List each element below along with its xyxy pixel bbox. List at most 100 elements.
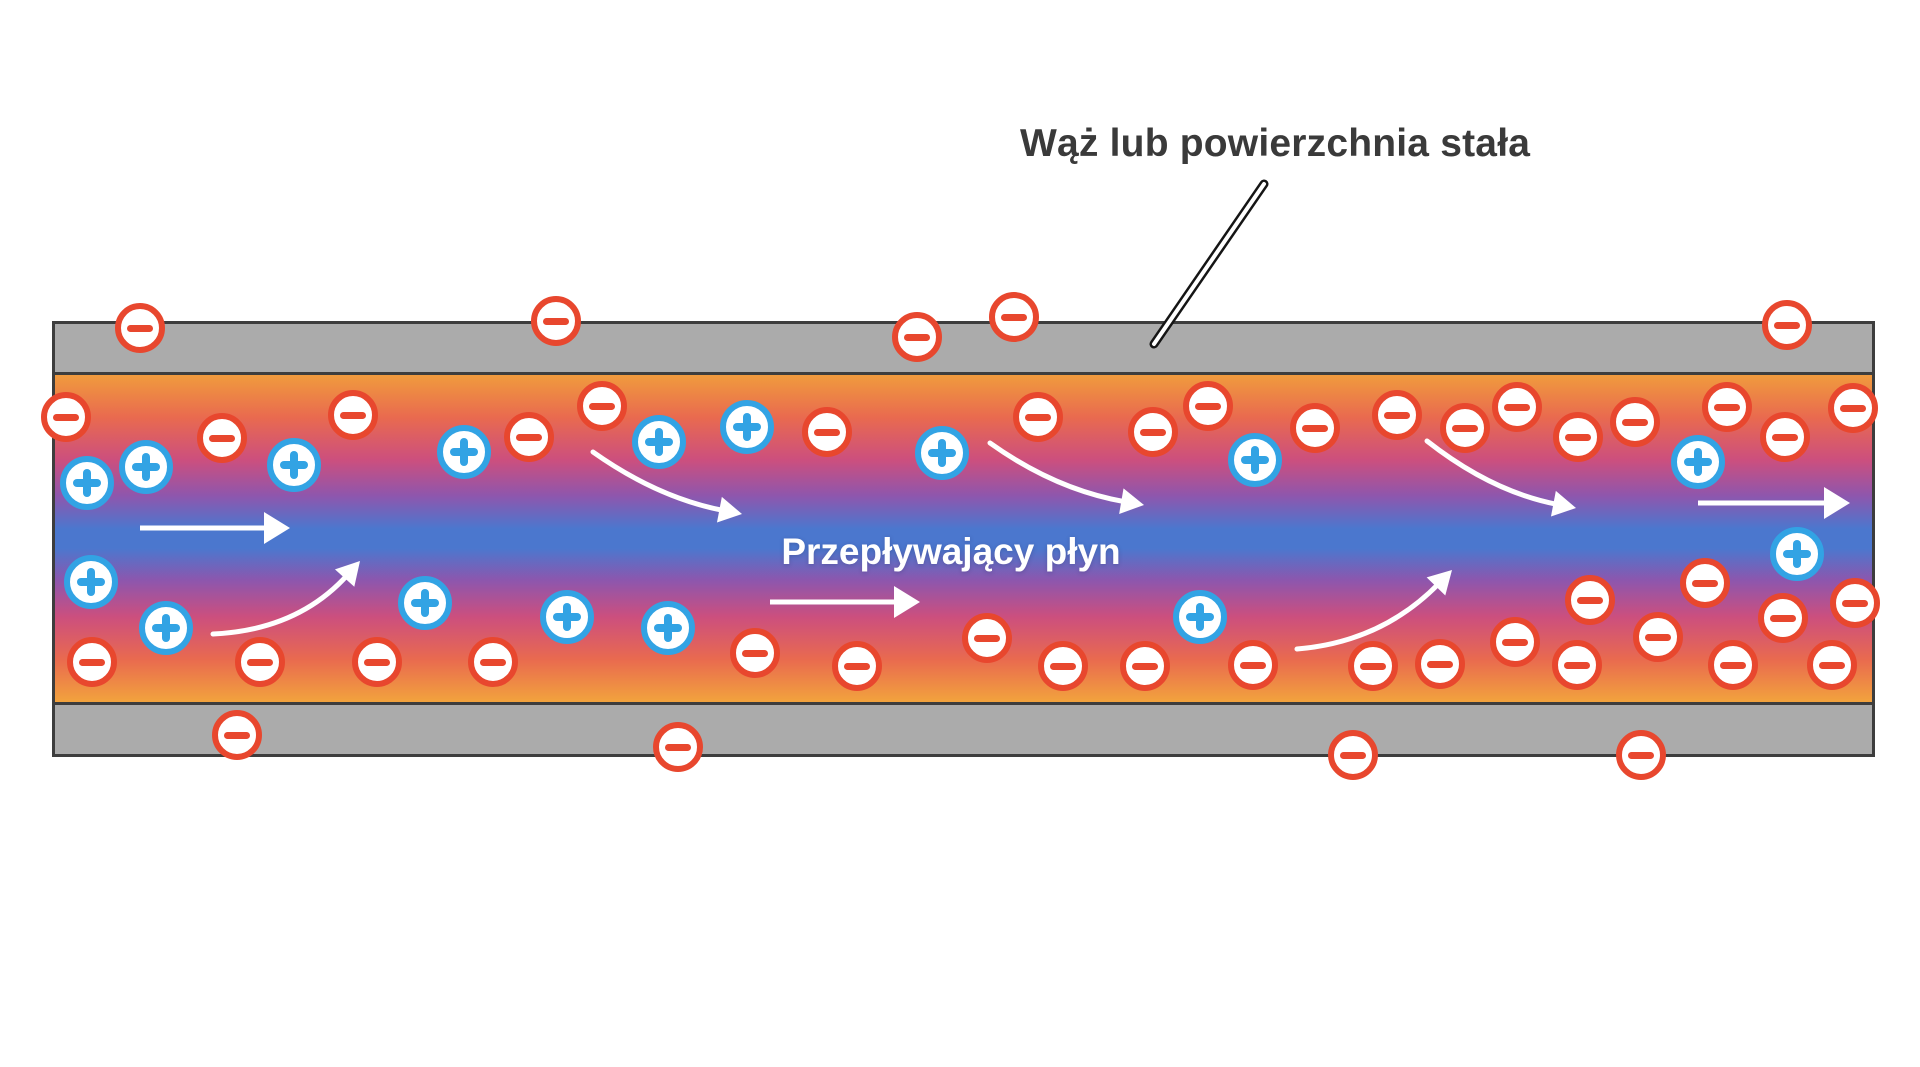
minus-glyph [340, 411, 366, 419]
minus-glyph [1565, 433, 1591, 441]
negative-ion [832, 641, 882, 691]
minus-glyph [79, 658, 105, 666]
negative-ion [1128, 407, 1178, 457]
minus-glyph [1577, 596, 1603, 604]
minus-glyph [1714, 403, 1740, 411]
minus-glyph [1340, 751, 1366, 759]
negative-ion [1633, 612, 1683, 662]
negative-ion [1038, 641, 1088, 691]
minus-glyph [209, 434, 235, 442]
negative-ion [1120, 641, 1170, 691]
minus-glyph [543, 317, 569, 325]
minus-glyph [665, 743, 691, 751]
positive-ion [1770, 527, 1824, 581]
minus-glyph [1840, 404, 1866, 412]
negative-ion [1553, 412, 1603, 462]
positive-ion [641, 601, 695, 655]
minus-glyph [1842, 599, 1868, 607]
negative-ion [212, 710, 262, 760]
plus-glyph [733, 413, 761, 441]
negative-ion [197, 413, 247, 463]
plus-glyph [450, 438, 478, 466]
negative-ion [989, 292, 1039, 342]
negative-ion [468, 637, 518, 687]
minus-glyph [974, 634, 1000, 642]
minus-glyph [1770, 614, 1796, 622]
top-wall [52, 321, 1875, 375]
plus-glyph [411, 589, 439, 617]
plus-glyph [1186, 603, 1214, 631]
negative-ion [352, 637, 402, 687]
minus-glyph [1772, 433, 1798, 441]
negative-ion [577, 381, 627, 431]
positive-ion [1228, 433, 1282, 487]
negative-ion [1616, 730, 1666, 780]
negative-ion [1228, 640, 1278, 690]
negative-ion [653, 722, 703, 772]
minus-glyph [1622, 418, 1648, 426]
minus-glyph [1692, 579, 1718, 587]
negative-ion [1762, 300, 1812, 350]
negative-ion [1807, 640, 1857, 690]
negative-ion [892, 312, 942, 362]
negative-ion [1440, 403, 1490, 453]
minus-glyph [1645, 633, 1671, 641]
negative-ion [1328, 730, 1378, 780]
minus-glyph [1384, 411, 1410, 419]
plus-glyph [645, 428, 673, 456]
negative-ion [504, 412, 554, 462]
minus-glyph [1140, 428, 1166, 436]
negative-ion [1565, 575, 1615, 625]
minus-glyph [742, 649, 768, 657]
negative-ion [1610, 397, 1660, 447]
negative-ion [1492, 382, 1542, 432]
positive-ion [632, 415, 686, 469]
plus-glyph [77, 568, 105, 596]
negative-ion [1702, 382, 1752, 432]
positive-ion [915, 426, 969, 480]
minus-glyph [1132, 662, 1158, 670]
minus-glyph [1001, 313, 1027, 321]
minus-glyph [1195, 402, 1221, 410]
minus-glyph [224, 731, 250, 739]
negative-ion [1013, 392, 1063, 442]
positive-ion [64, 555, 118, 609]
minus-glyph [127, 324, 153, 332]
minus-glyph [1504, 403, 1530, 411]
minus-glyph [1819, 661, 1845, 669]
minus-glyph [247, 658, 273, 666]
positive-ion [139, 601, 193, 655]
minus-glyph [364, 658, 390, 666]
minus-glyph [1360, 662, 1386, 670]
minus-glyph [1302, 424, 1328, 432]
minus-glyph [1564, 661, 1590, 669]
positive-ion [720, 400, 774, 454]
negative-ion [328, 390, 378, 440]
positive-ion [437, 425, 491, 479]
positive-ion [1173, 590, 1227, 644]
wall-label: Wąż lub powierzchnia stała [1020, 122, 1531, 165]
negative-ion [962, 613, 1012, 663]
negative-ion [531, 296, 581, 346]
negative-ion [235, 637, 285, 687]
plus-glyph [132, 453, 160, 481]
plus-glyph [1783, 540, 1811, 568]
plus-glyph [73, 469, 101, 497]
plus-glyph [654, 614, 682, 642]
minus-glyph [1628, 751, 1654, 759]
positive-ion [119, 440, 173, 494]
minus-glyph [516, 433, 542, 441]
positive-ion [540, 590, 594, 644]
minus-glyph [1025, 413, 1051, 421]
negative-ion [1290, 403, 1340, 453]
plus-glyph [1684, 448, 1712, 476]
negative-ion [1552, 640, 1602, 690]
plus-glyph [928, 439, 956, 467]
minus-glyph [1452, 424, 1478, 432]
negative-ion [730, 628, 780, 678]
bottom-wall [52, 702, 1875, 757]
negative-ion [1680, 558, 1730, 608]
negative-ion [1758, 593, 1808, 643]
